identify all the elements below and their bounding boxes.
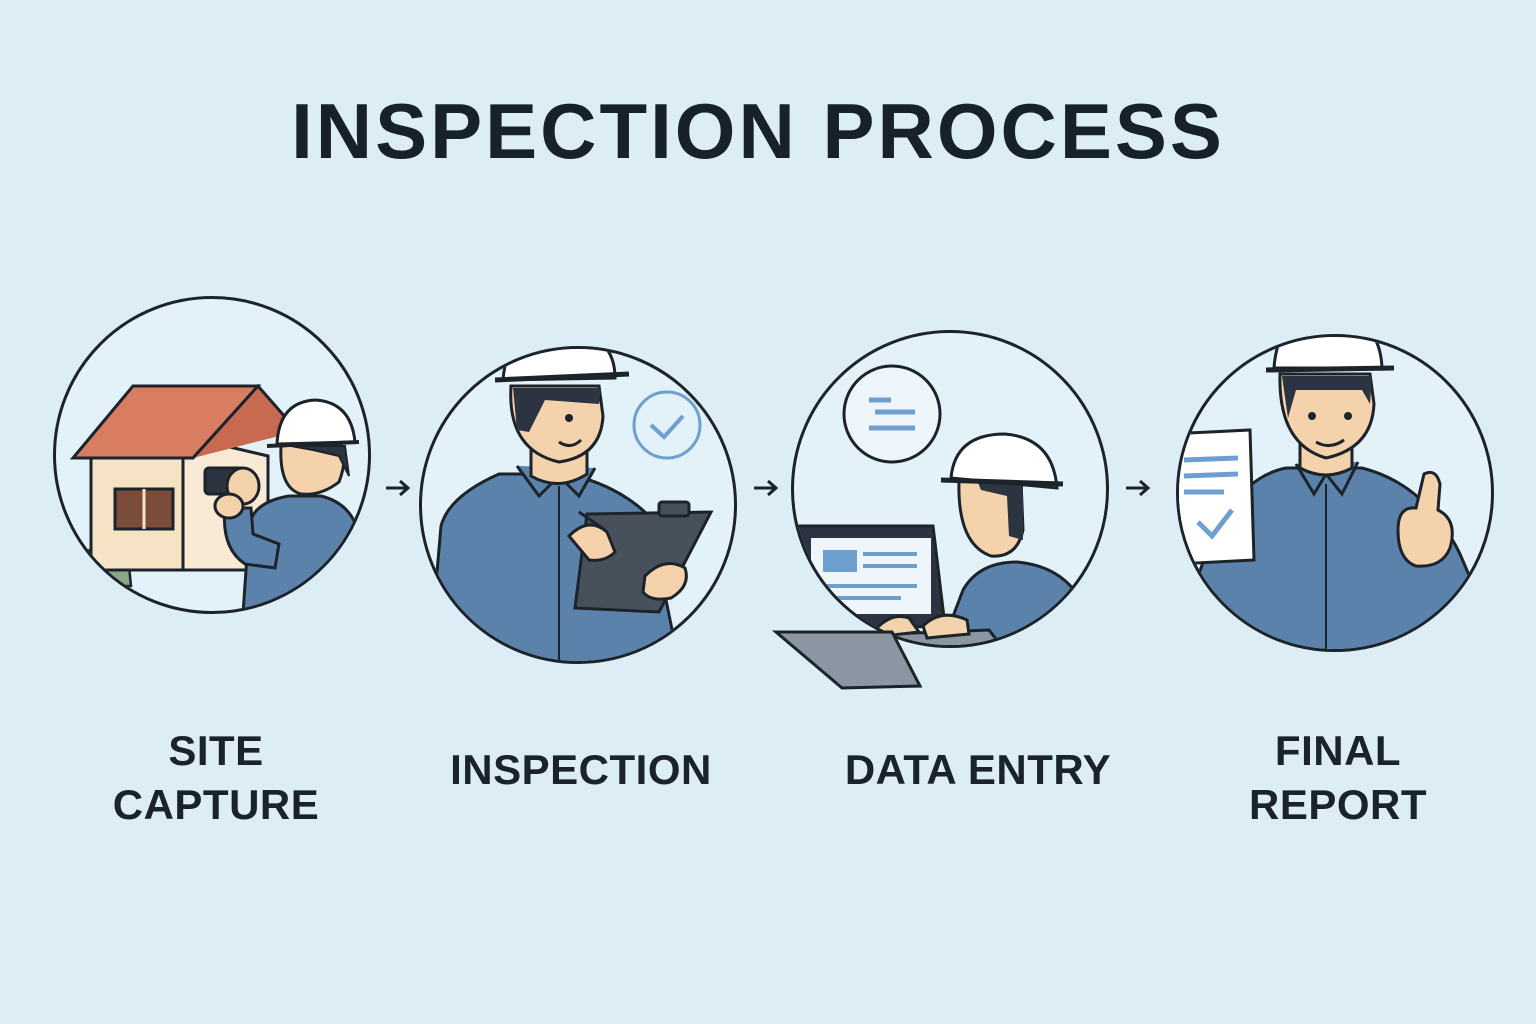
step-label-line: INSPECTION (450, 746, 712, 793)
step-label-line: DATA ENTRY (844, 746, 1112, 793)
step-label-data-entry: DATA ENTRY (806, 743, 1150, 797)
step-label-line: SITE (168, 727, 264, 774)
step-label-line: FINAL (1274, 727, 1402, 774)
step-label-inspection: INSPECTION (420, 743, 742, 797)
house-camera-icon (56, 383, 368, 611)
arrow-right-icon (386, 479, 411, 497)
step-inspection-circle (419, 346, 737, 664)
step-label-final-report: FINAL REPORT (1200, 724, 1476, 832)
step-data-entry-circle (791, 330, 1109, 648)
step-label-site-capture: SITE CAPTURE (80, 724, 352, 832)
step-label-line: REPORT (1248, 781, 1427, 828)
page-title: INSPECTION PROCESS (291, 87, 1225, 175)
arrow-right-icon (754, 479, 779, 497)
step-label-line: CAPTURE (112, 781, 320, 828)
step-site-capture-circle (53, 296, 371, 614)
report-thumbs-up-icon (1179, 337, 1491, 649)
clipboard-check-icon (427, 349, 714, 661)
step-final-report-circle (1176, 334, 1494, 652)
laptop-icon (794, 364, 1106, 645)
laptop-base-icon (772, 630, 923, 690)
arrow-right-icon (1126, 479, 1151, 497)
